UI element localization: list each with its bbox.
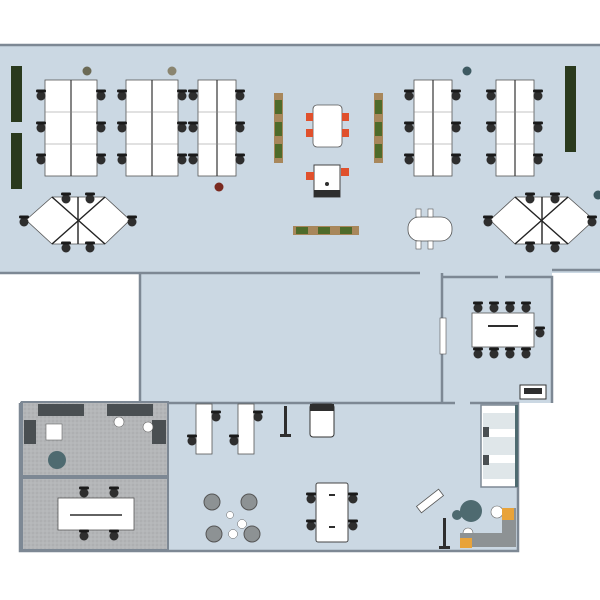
side-table-2 — [142, 421, 154, 433]
round-rug — [48, 451, 66, 469]
planter-east — [565, 66, 576, 152]
east-lounge — [415, 488, 516, 549]
hot-desks — [187, 403, 335, 455]
bin-5 — [593, 190, 600, 200]
meeting-table-center — [306, 104, 349, 148]
small-meeting-table — [57, 497, 135, 531]
bench-desk — [306, 482, 358, 543]
reception-desk — [306, 164, 349, 198]
planter-west-1 — [11, 66, 22, 122]
central-floor — [140, 273, 442, 403]
bin-4 — [462, 66, 472, 76]
soft-seating — [203, 493, 261, 543]
bin-1 — [82, 66, 92, 76]
bench — [415, 488, 445, 514]
sofa-3 — [24, 420, 36, 444]
cafe-table — [407, 208, 453, 250]
lounge-room — [21, 401, 169, 477]
bin-3 — [214, 182, 224, 192]
phone-booths — [480, 404, 518, 488]
desk-cluster-1 — [36, 79, 106, 177]
planter-west-2 — [11, 133, 22, 189]
conference-table — [471, 312, 535, 348]
hex-pod-west — [19, 192, 137, 253]
meeting-room — [439, 301, 547, 400]
floor-lamp-2 — [443, 518, 446, 548]
desk-cluster-3 — [188, 79, 245, 177]
sofa-4 — [152, 420, 166, 444]
coffee-table — [45, 423, 63, 441]
planter-center-right — [374, 93, 383, 163]
desk-cluster-2 — [117, 79, 187, 177]
planter-horizontal — [293, 226, 359, 235]
open-office — [11, 66, 600, 253]
desk-cluster-4 — [404, 79, 461, 177]
sofa-2 — [107, 404, 153, 416]
hex-pod-east — [483, 192, 597, 253]
sofa-1 — [38, 404, 84, 416]
side-table-1 — [113, 416, 125, 428]
door-panel — [439, 317, 447, 355]
planter-center-left — [274, 93, 283, 163]
bin-2 — [167, 66, 177, 76]
small-meeting-room — [21, 477, 169, 551]
desk-cluster-5 — [486, 79, 543, 177]
floor-lamp-icon — [284, 406, 287, 436]
